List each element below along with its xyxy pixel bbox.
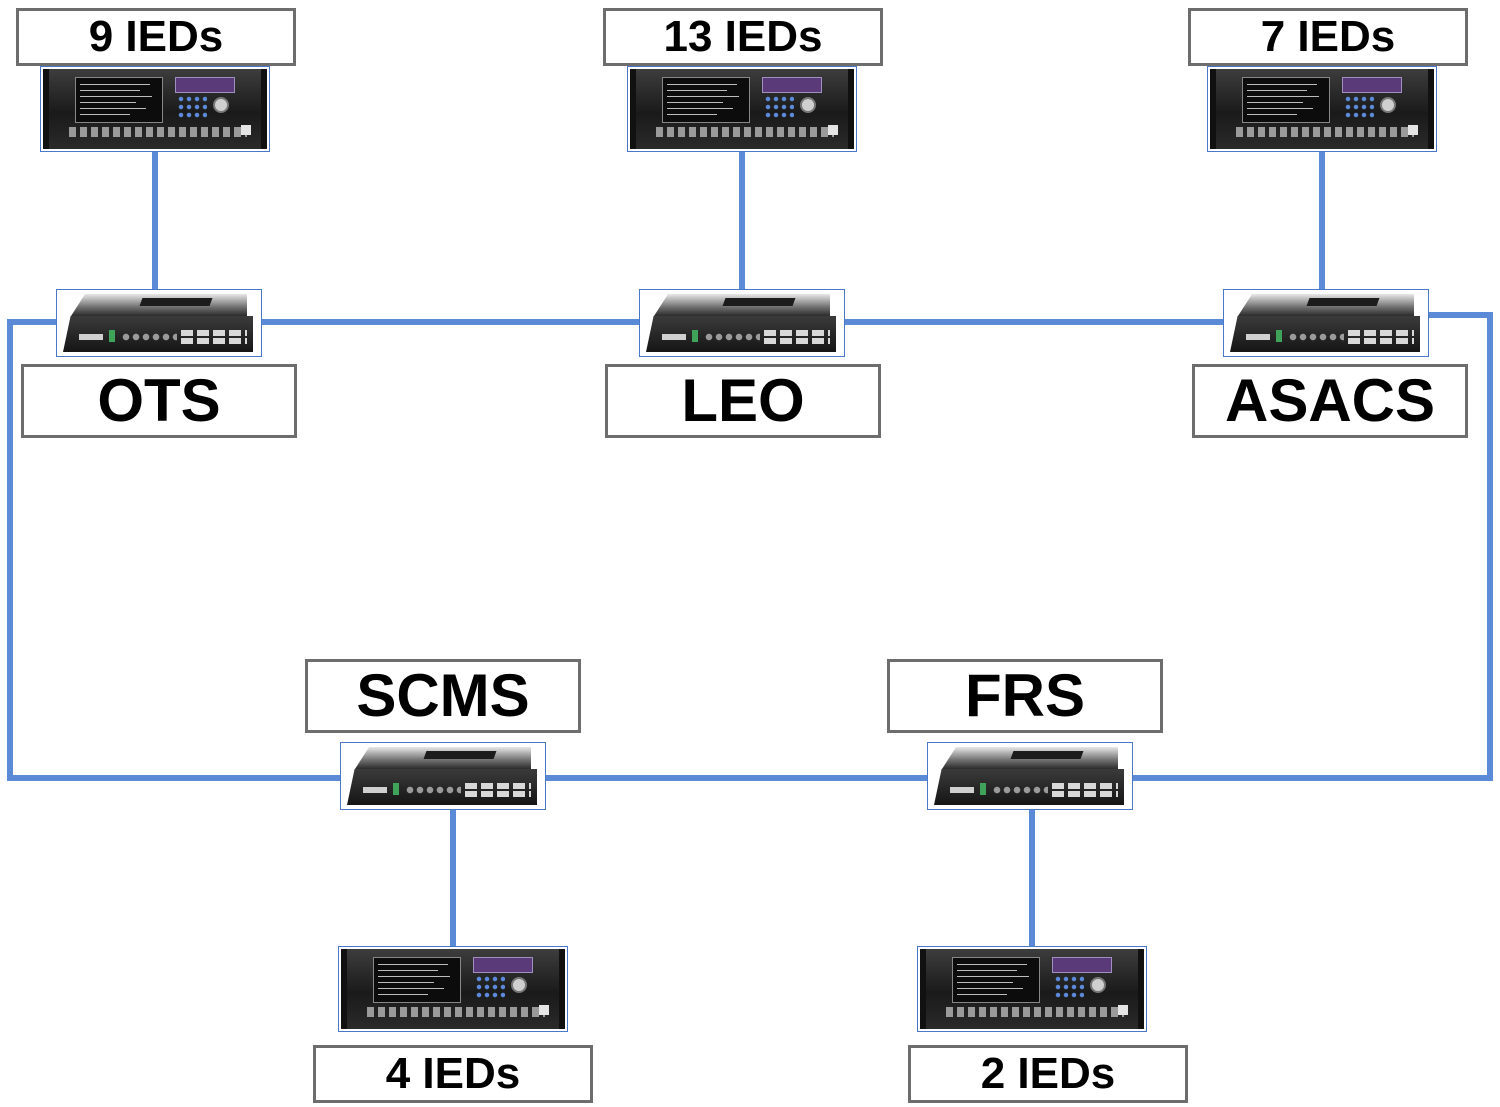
- protection-relay-icon: [338, 946, 568, 1032]
- protection-relay-icon: [40, 66, 270, 152]
- relay-screen: [662, 77, 750, 123]
- ied-count-label-frs: 2 IEDs: [908, 1045, 1188, 1103]
- node-label-leo: LEO: [605, 364, 881, 438]
- ied-count-label-scms: 4 IEDs: [313, 1045, 593, 1103]
- node-label-scms: SCMS: [305, 659, 581, 733]
- relay-screen: [952, 957, 1040, 1003]
- ied-count-label-ots: 9 IEDs: [16, 8, 296, 66]
- protection-relay-icon: [1207, 66, 1437, 152]
- node-label-ots: OTS: [21, 364, 297, 438]
- node-label-frs: FRS: [887, 659, 1163, 733]
- protection-relay-icon: [917, 946, 1147, 1032]
- relay-screen: [373, 957, 461, 1003]
- node-label-asacs: ASACS: [1192, 364, 1468, 438]
- ied-count-label-leo: 13 IEDs: [603, 8, 883, 66]
- relay-screen: [1242, 77, 1330, 123]
- ethernet-switch-icon: [340, 742, 546, 810]
- ethernet-switch-icon: [639, 289, 845, 357]
- relay-screen: [75, 77, 163, 123]
- ethernet-switch-icon: [927, 742, 1133, 810]
- ethernet-switch-icon: [1223, 289, 1429, 357]
- link-asacs-frs: [1130, 312, 1493, 781]
- ethernet-switch-icon: [56, 289, 262, 357]
- ied-count-label-asacs: 7 IEDs: [1188, 8, 1468, 66]
- link-ots-scms: [7, 319, 352, 781]
- protection-relay-icon: [627, 66, 857, 152]
